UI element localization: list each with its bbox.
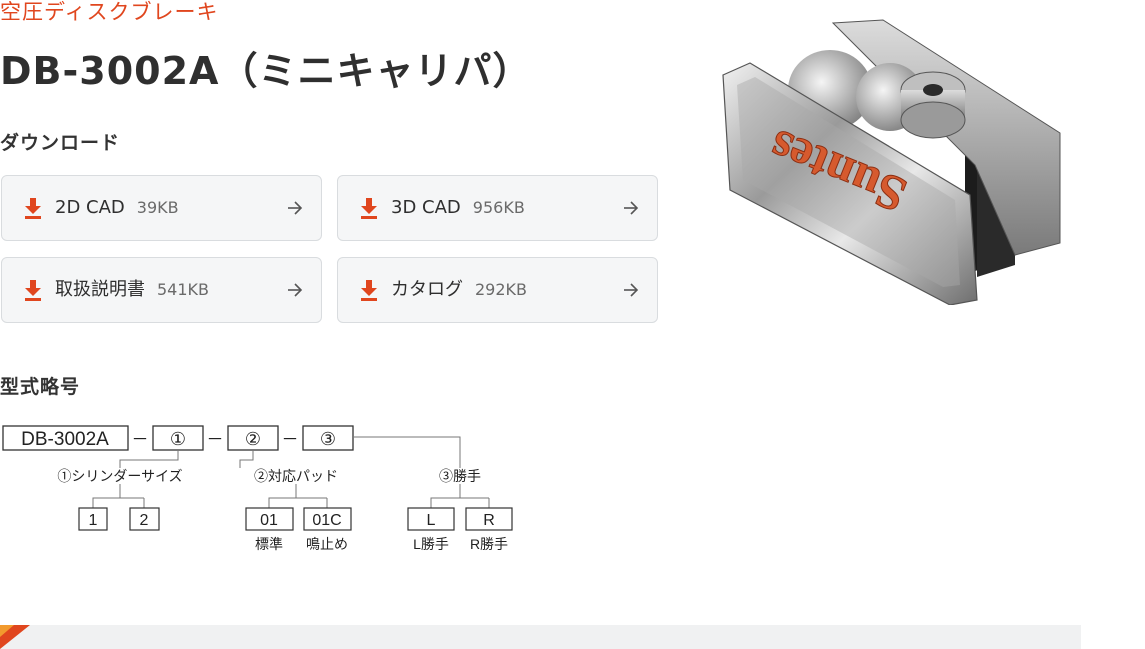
download-label: 取扱説明書 bbox=[55, 279, 145, 300]
option-box bbox=[465, 507, 513, 531]
download-icon bbox=[361, 198, 377, 219]
group-title: ②対応パッド bbox=[254, 468, 338, 484]
file-size: 956KB bbox=[472, 198, 525, 217]
slot-label: ③ bbox=[320, 429, 336, 449]
group-title: ③勝手 bbox=[439, 468, 481, 484]
downloads-heading: ダウンロード bbox=[0, 132, 121, 154]
download-catalog-button[interactable]: カタログ 292KB bbox=[337, 257, 658, 323]
separator: － bbox=[207, 430, 224, 449]
slot-box bbox=[302, 425, 354, 451]
section-banner bbox=[0, 625, 1081, 649]
option-code: 1 bbox=[89, 512, 98, 529]
model-code-diagram: DB-3002A － ① － ② － ③ ①シリンダーサイズ ②対応パッド ③勝… bbox=[2, 425, 513, 552]
download-icon bbox=[361, 280, 377, 301]
arrow-right-icon bbox=[288, 201, 303, 215]
option-desc: 標準 bbox=[255, 536, 283, 552]
base-code-box bbox=[2, 425, 129, 451]
option-box bbox=[303, 507, 352, 531]
accent-mark bbox=[0, 625, 30, 649]
option-desc: L勝手 bbox=[413, 536, 449, 552]
option-code: 2 bbox=[140, 512, 149, 529]
download-icon bbox=[25, 198, 41, 219]
option-box bbox=[407, 507, 455, 531]
option-code: 01 bbox=[260, 512, 278, 529]
option-desc: R勝手 bbox=[470, 536, 508, 552]
model-code-heading: 型式略号 bbox=[0, 376, 81, 398]
download-2d-cad-button[interactable]: 2D CAD 39KB bbox=[1, 175, 322, 241]
download-label: カタログ bbox=[391, 279, 463, 300]
connector-lines bbox=[92, 436, 490, 508]
file-size: 39KB bbox=[136, 198, 179, 217]
download-manual-button[interactable]: 取扱説明書 541KB bbox=[1, 257, 322, 323]
slot-label: ② bbox=[245, 429, 261, 449]
slot-label: ① bbox=[170, 429, 186, 449]
category-label: 空圧ディスクブレーキ bbox=[0, 0, 219, 24]
group-title: ①シリンダーサイズ bbox=[57, 468, 182, 484]
download-icon bbox=[25, 280, 41, 301]
product-image: Suntes bbox=[722, 19, 1061, 305]
slot-box bbox=[227, 425, 279, 451]
base-code: DB-3002A bbox=[21, 429, 109, 450]
separator: － bbox=[132, 430, 149, 449]
download-3d-cad-button[interactable]: 3D CAD 956KB bbox=[337, 175, 658, 241]
separator: － bbox=[282, 430, 299, 449]
page-title: DB-3002A（ミニキャリパ） bbox=[0, 49, 532, 93]
download-label: 3D CAD bbox=[391, 197, 461, 218]
option-code: R bbox=[483, 512, 495, 529]
download-label: 2D CAD bbox=[55, 197, 125, 218]
option-code: 01C bbox=[312, 512, 341, 529]
option-box bbox=[129, 507, 160, 531]
arrow-right-icon bbox=[288, 283, 303, 297]
arrow-right-icon bbox=[624, 283, 639, 297]
option-box bbox=[245, 507, 294, 531]
file-size: 292KB bbox=[475, 280, 528, 299]
arrow-right-icon bbox=[624, 201, 639, 215]
file-size: 541KB bbox=[157, 280, 210, 299]
option-code: L bbox=[427, 512, 436, 529]
option-box bbox=[78, 507, 108, 531]
option-desc: 鳴止め bbox=[306, 536, 348, 552]
